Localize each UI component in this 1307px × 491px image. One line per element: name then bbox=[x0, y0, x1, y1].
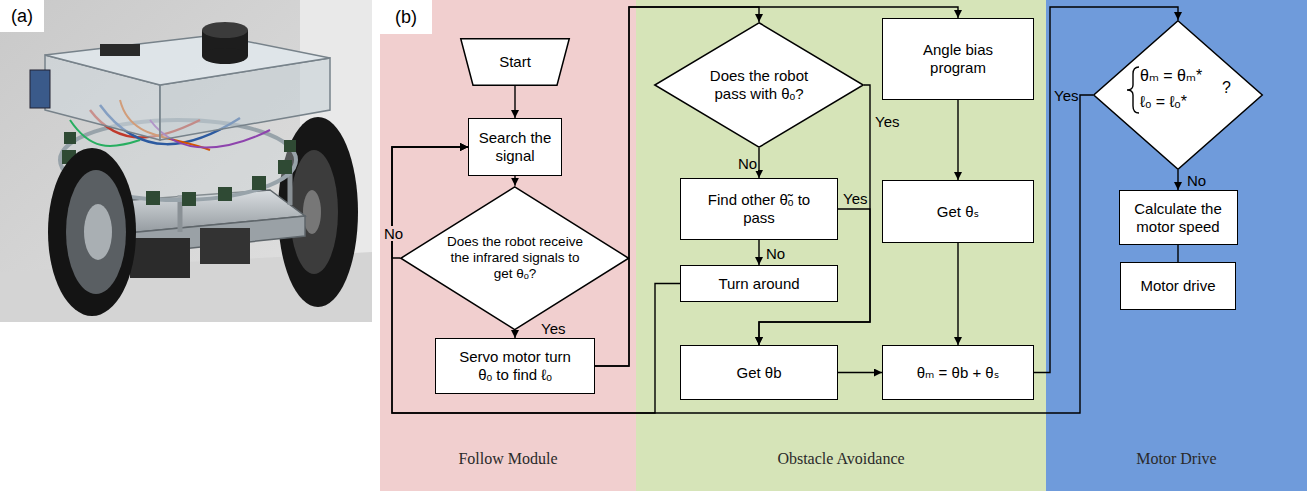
node-text: Find other θ̃ₒ to pass bbox=[704, 191, 814, 227]
process-box: Get θb bbox=[680, 345, 838, 400]
edge-label: Yes bbox=[842, 191, 868, 206]
flow-arrow bbox=[514, 176, 515, 186]
flow-arrow bbox=[838, 372, 882, 373]
outline bbox=[1094, 21, 1263, 170]
node-text: ? bbox=[1222, 78, 1231, 97]
process-box: Search the signal bbox=[468, 118, 562, 176]
curly-brace bbox=[1127, 67, 1139, 113]
process-box: Calculate the motor speed bbox=[1119, 190, 1238, 245]
edge-label: Yes bbox=[540, 321, 566, 336]
node-text: θₘ = θₘ* bbox=[1140, 66, 1202, 85]
edge-label: Yes bbox=[874, 114, 900, 129]
process-box: Get θₛ bbox=[882, 180, 1034, 243]
flow-arrow bbox=[758, 240, 759, 265]
node-text: Angle bias program bbox=[911, 41, 1006, 77]
process-box: Servo motor turn θₒ to find ℓₒ bbox=[435, 338, 595, 394]
flow-arrow bbox=[595, 7, 958, 366]
module-band: Obstacle Avoidance Does the robot pass wi… bbox=[636, 0, 1046, 491]
node-text: θₘ = θb + θₛ bbox=[917, 364, 1000, 382]
edge-label: Yes bbox=[1053, 88, 1079, 103]
node-text: ℓₒ = ℓₒ* bbox=[1140, 92, 1187, 111]
laser-scanner bbox=[202, 22, 248, 64]
node-text: Search the signal bbox=[475, 129, 555, 165]
flow-arrow bbox=[514, 330, 515, 338]
edge-label: No bbox=[1186, 173, 1207, 188]
module-band: Motor Drive θₘ = θₘ* ℓₒ = ℓₒ*? Calculate th… bbox=[1046, 0, 1307, 491]
node-text: Servo motor turn θₒ to find ℓₒ bbox=[453, 348, 578, 384]
decision-diamond: Does the robot pass with θₒ? bbox=[654, 22, 864, 148]
process-box: Angle bias program bbox=[882, 18, 1034, 100]
process-box: Find other θ̃ₒ to pass bbox=[680, 178, 838, 240]
flow-arrow bbox=[758, 148, 759, 178]
node-text: Motor drive bbox=[1140, 277, 1215, 295]
panel-label: (a) bbox=[0, 0, 44, 32]
outline bbox=[401, 187, 629, 330]
outline bbox=[655, 23, 864, 148]
node-text: Get θₛ bbox=[937, 203, 979, 221]
node-text: Turn around bbox=[718, 275, 799, 293]
flow-arrow bbox=[1034, 7, 1178, 373]
node-text: Calculate the motor speed bbox=[1126, 200, 1231, 236]
module-label: Obstacle Avoidance bbox=[636, 450, 1046, 468]
flow-arrow bbox=[514, 86, 515, 118]
flow-arrow bbox=[1177, 170, 1178, 190]
flow-arrow bbox=[759, 209, 870, 345]
photo-background bbox=[0, 0, 372, 322]
outline bbox=[461, 39, 570, 86]
robot-photo bbox=[0, 0, 372, 322]
upper-frame bbox=[30, 35, 330, 140]
process-box: Motor drive bbox=[1120, 262, 1236, 310]
flow-arrow bbox=[392, 147, 468, 258]
decision-diamond: θₘ = θₘ* ℓₒ = ℓₒ*? bbox=[1093, 20, 1263, 170]
flow-arrow bbox=[759, 85, 870, 345]
process-box: θₘ = θb + θₛ bbox=[882, 345, 1034, 400]
edge-label: No bbox=[765, 246, 786, 261]
edge-label: No bbox=[737, 156, 758, 171]
panel-label: (b) bbox=[380, 0, 432, 34]
front-wheel bbox=[48, 148, 136, 316]
flow-arrow bbox=[595, 7, 759, 366]
node-text: Does the robot pass with θₒ? bbox=[694, 67, 824, 103]
edge-label: No bbox=[383, 226, 404, 241]
decision-diamond: Does the robot receive the infrared sign… bbox=[400, 186, 629, 330]
node-text: Does the robot receive the infrared sign… bbox=[445, 234, 585, 283]
flow-arrow bbox=[1177, 245, 1178, 262]
flow-arrow bbox=[392, 147, 680, 413]
module-band: Follow Module StartSearch the signalDoes … bbox=[380, 0, 636, 491]
start-terminal: Start bbox=[460, 38, 570, 86]
module-label: Follow Module bbox=[380, 450, 636, 468]
flow-arrow bbox=[957, 243, 958, 345]
flow-arrow bbox=[392, 95, 1093, 413]
process-box: Turn around bbox=[680, 265, 838, 302]
node-text: Start bbox=[499, 53, 531, 71]
node-text: Get θb bbox=[736, 364, 781, 382]
flow-arrow bbox=[957, 100, 958, 180]
module-label: Motor Drive bbox=[1046, 450, 1307, 468]
